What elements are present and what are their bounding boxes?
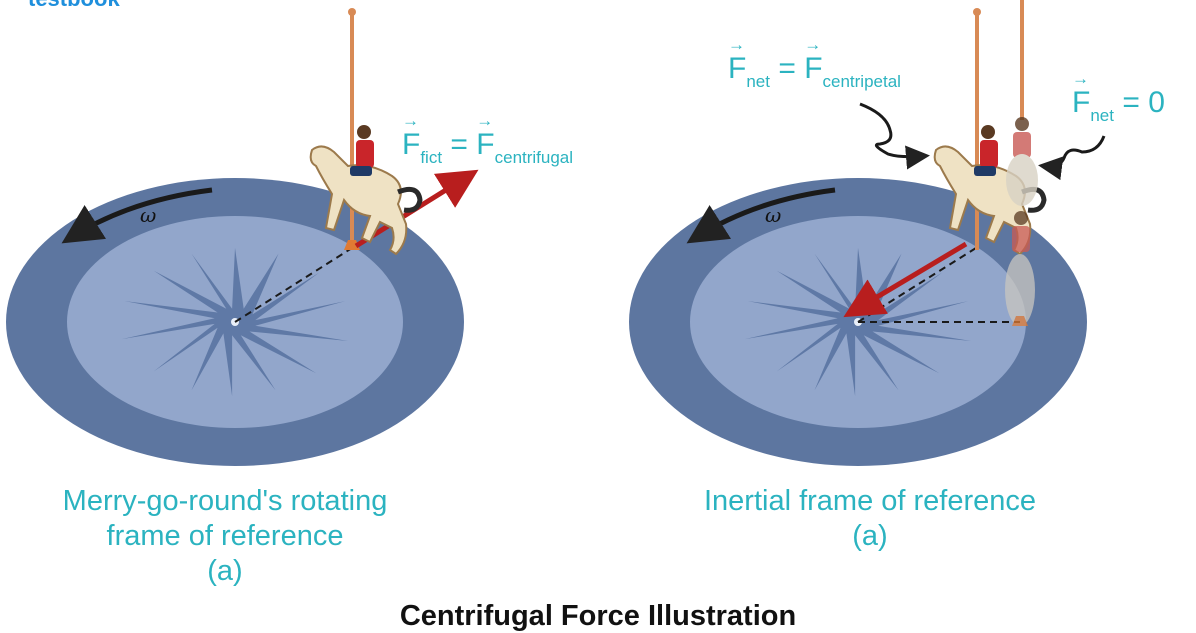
footer-title: Centrifugal Force Illustration bbox=[399, 600, 797, 632]
right-rider-legs-1 bbox=[974, 166, 996, 176]
right-pole-a-top bbox=[973, 8, 981, 16]
right-horse-rider-3 bbox=[1005, 211, 1035, 326]
left-rider-legs bbox=[350, 166, 372, 176]
right-caption-line1: Inertial frame of reference bbox=[703, 485, 1037, 517]
right-pointer-squiggle-a bbox=[859, 102, 930, 170]
right-pointer-squiggle-b bbox=[1038, 135, 1106, 181]
left-rider-head bbox=[357, 125, 371, 139]
left-caption-line2: frame of reference bbox=[106, 520, 344, 552]
right-rider-body-3 bbox=[1012, 226, 1030, 252]
left-horse-tail bbox=[397, 186, 423, 213]
right-horse-rider-2 bbox=[1006, 117, 1038, 206]
left-equation: Ffict = Fcentrifugal bbox=[402, 111, 573, 167]
right-horse-icon-2 bbox=[1006, 154, 1038, 206]
right-merry-go-round: ω bbox=[629, 0, 1106, 466]
right-eq-b-lhs: F bbox=[1072, 69, 1090, 120]
left-eq-rhs-sub: centrifugal bbox=[494, 148, 574, 167]
right-pole-base bbox=[1012, 316, 1028, 326]
right-eq-b-rhs: 0 bbox=[1148, 86, 1165, 119]
left-caption-line3: (a) bbox=[207, 555, 243, 587]
right-eq-a-rhs-sub: centripetal bbox=[822, 72, 901, 91]
right-rider-body-1 bbox=[980, 140, 998, 168]
right-rider-head-1 bbox=[981, 125, 995, 139]
logo-text: testbook bbox=[28, 0, 120, 11]
right-eq-a-lhs-sub: net bbox=[746, 72, 770, 91]
left-caption: Merry-go-round's rotating frame of refer… bbox=[0, 484, 450, 589]
right-caption-line2: (a) bbox=[852, 520, 888, 552]
right-equation-zero: Fnet = 0 bbox=[1072, 69, 1165, 125]
right-horse-icon-3 bbox=[1005, 254, 1035, 326]
right-rider-head-3 bbox=[1014, 211, 1028, 225]
right-omega-arrow bbox=[686, 187, 836, 244]
left-rider-body bbox=[356, 140, 374, 168]
right-rider-body-2 bbox=[1013, 132, 1031, 158]
right-eq-a-lhs: F bbox=[728, 35, 746, 86]
right-eq-b-lhs-sub: net bbox=[1090, 106, 1114, 125]
left-horse-rider bbox=[309, 125, 423, 256]
left-eq-lhs-sub: fict bbox=[420, 148, 443, 167]
left-pole-top bbox=[348, 8, 356, 16]
right-omega-label: ω bbox=[765, 203, 781, 227]
left-eq-rhs: F bbox=[476, 111, 494, 162]
right-eq-a-rhs: F bbox=[804, 35, 822, 86]
left-merry-go-round: ω bbox=[6, 8, 479, 466]
right-rider-head-2 bbox=[1015, 117, 1029, 131]
right-equation-centripetal: Fnet = Fcentripetal bbox=[728, 35, 901, 91]
right-eq-b-op: = bbox=[1122, 86, 1140, 119]
right-centripetal-arrow bbox=[843, 241, 968, 318]
testbook-logo: testbook bbox=[28, 0, 120, 12]
right-eq-a-op: = bbox=[778, 52, 796, 85]
left-pole-base bbox=[344, 240, 360, 250]
left-omega-label: ω bbox=[140, 203, 156, 227]
right-caption: Inertial frame of reference (a) bbox=[640, 484, 1100, 554]
left-omega-arrow bbox=[61, 187, 213, 244]
left-eq-op: = bbox=[450, 128, 468, 161]
left-caption-line1: Merry-go-round's rotating bbox=[62, 485, 388, 517]
left-eq-lhs: F bbox=[402, 111, 420, 162]
